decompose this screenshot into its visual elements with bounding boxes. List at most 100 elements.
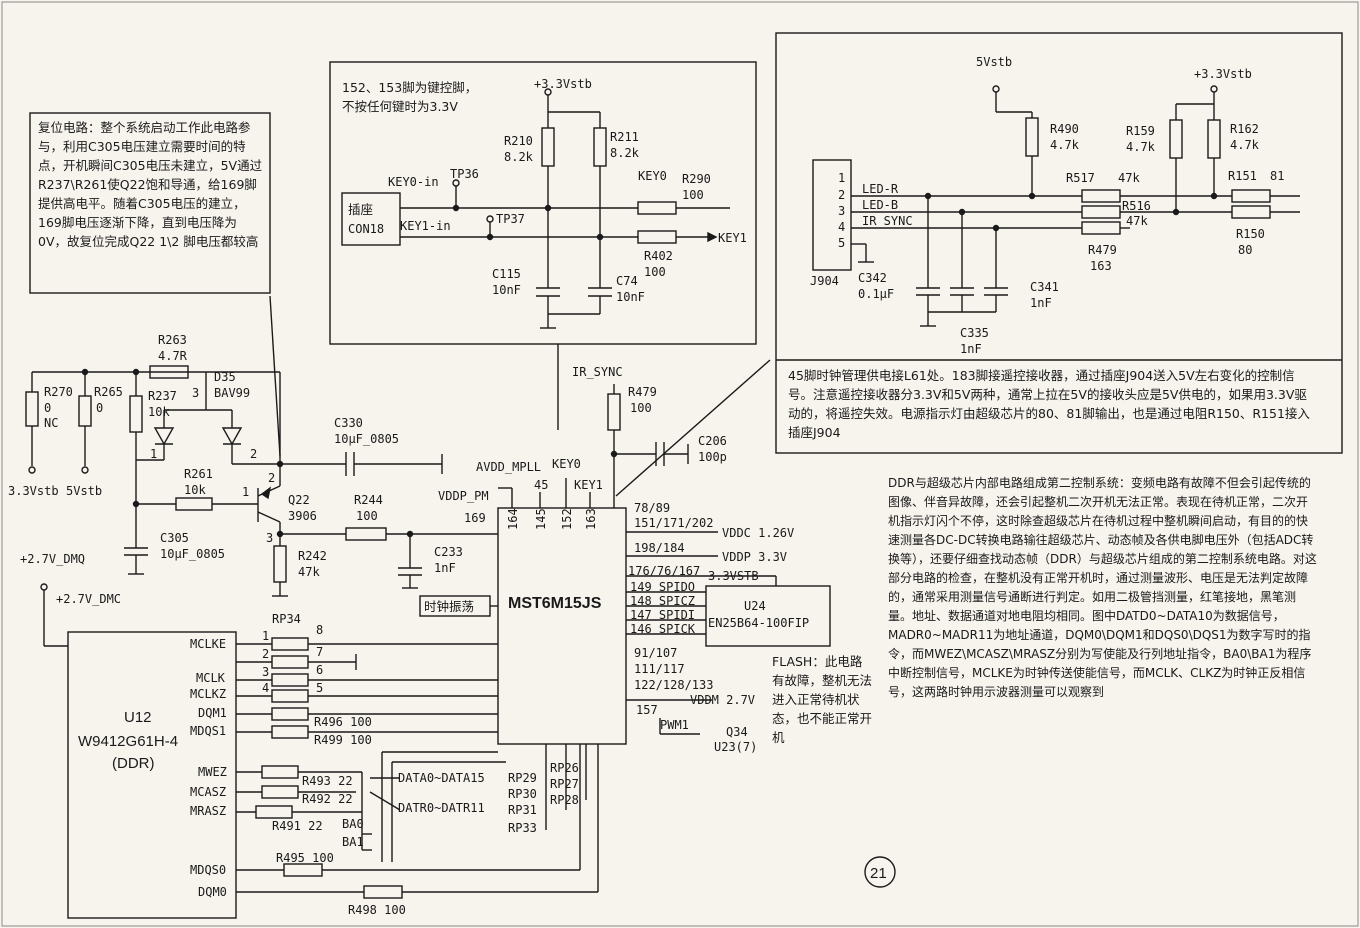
c335-value: 1nF [960,342,982,356]
reset-note: 复位电路：整个系统启动工作此电路参与，利用C305电压建立需要时间的特点，开机瞬… [38,118,264,251]
remote-note: 45脚时钟管理供电接L61处。183脚接遥控接收器，通过插座J904送入5V左右… [788,366,1316,442]
c233-label: C233 [434,545,463,559]
d35-value: BAV99 [214,386,250,400]
u23-label: U23(7) [714,740,757,754]
flash-note: FLASH：此电路有故障，整机无法进入正常待机状态，也不能正常开机 [772,652,872,747]
key0-chip-label: KEY0 [552,457,581,471]
u24-part: EN25B64-100FIP [708,616,809,630]
j904-pin-1: 1 [838,171,845,185]
spick-label: 146 SPICK [630,622,696,636]
reset-note-text: 复位电路：整个系统启动工作此电路参与，利用C305电压建立需要时间的特点，开机瞬… [38,120,263,249]
spidi-label: 147 SPIDI [630,608,695,622]
pin-45-label: 45 [534,478,548,492]
r496-label: R496 100 [314,715,372,729]
led-r-label: LED-R [862,182,899,196]
r244-value: 100 [356,509,378,523]
chip-top-pin-163: 163 [584,508,598,530]
j904-connector [812,159,852,271]
r210-value: 8.2k [504,150,534,164]
r290-label: R290 [682,172,711,186]
r479-remote-label: R479 [1088,243,1117,257]
pins-198-184: 198/184 [634,541,685,555]
rp33-label: RP33 [508,821,537,835]
r211-value: 8.2k [610,146,640,160]
q22-label: Q22 [288,493,310,507]
dqm0-label: DQM0 [198,885,227,899]
socket-id-label: CON18 [348,222,384,236]
ddr-signal-dqm1: DQM1 [198,706,227,720]
vddm-label: VDDM 2.7V [690,693,755,707]
j904-pin-2: 2 [838,188,845,202]
pins-78-89: 78/89 [634,501,670,515]
spido-label: 149 SPIDO [630,580,695,594]
q22-pin-3: 3 [266,531,273,545]
key0-net-label: KEY0 [638,169,667,183]
c74-value: 10nF [616,290,645,304]
c335-label: C335 [960,326,989,340]
q22-value: 3906 [288,509,317,523]
j904-pin-5: 5 [838,236,845,250]
r491-label: R491 22 [272,819,323,833]
ddr-signal-mclkz: MCLKZ [190,687,226,701]
c115-label: C115 [492,267,521,281]
c341-label: C341 [1030,280,1059,294]
mst6m15js-chip [497,507,627,745]
key1-net-label: KEY1 [718,231,747,245]
r261-label: R261 [184,467,213,481]
rp34-pin-2: 2 [262,647,269,661]
key-note: 152、153脚为键控脚， 不按任何键时为3.3V [342,78,642,116]
c74-label: C74 [616,274,638,288]
chip-top-pin-152: 152 [560,508,574,530]
c330-value: 10μF_0805 [334,432,399,446]
r499-label: R499 100 [314,733,372,747]
ddr-signal-mclk: MCLK [196,671,226,685]
pins-176-76-167: 176/76/167 [628,564,700,578]
r498-label: R498 100 [348,903,406,917]
ddr-note-text: DDR与超级芯片内部电路组成第二控制系统：变频电路有故障不但会引起传统的图像、伴… [888,476,1317,699]
key0-in-label: KEY0-in [388,175,439,189]
r150-label: R150 [1236,227,1265,241]
j904-pin-4: 4 [838,220,845,234]
r516-value: 47k [1126,214,1148,228]
r211-label: R211 [610,130,639,144]
rp34-pin-7: 7 [316,645,323,659]
u12-label: U12 [124,709,152,726]
rp34-pin-4: 4 [262,681,269,695]
r490-value: 4.7k [1050,138,1080,152]
rp34-pin-5: 5 [316,681,323,695]
u24-flash-box [705,585,831,647]
pins-151-171-202: 151/171/202 [634,516,713,530]
u24-label: U24 [744,599,766,613]
j904-label: J904 [810,274,839,288]
r159-value: 4.7k [1126,140,1156,154]
r402-label: R402 [644,249,673,263]
supply-33-label: 3.3Vstb [8,484,59,498]
d35-label: D35 [214,370,236,384]
r517-label: R517 [1066,171,1095,185]
rp29-label: RP29 [508,771,537,785]
ddr-signal-mdqs1: MDQS1 [190,724,226,738]
r479-value: 100 [630,401,652,415]
pins-111-117: 111/117 [634,662,685,676]
c305-label: C305 [160,531,189,545]
c233-value: 1nF [434,561,456,575]
d35-pin-2: 2 [250,447,257,461]
v27-dmq-label: +2.7V_DMQ [20,552,85,566]
c206-value: 100p [698,450,727,464]
pwm1-label: PWM1 [660,718,689,732]
vddp-pm-label: VDDP_PM [438,489,489,503]
ddr-note: DDR与超级芯片内部电路组成第二控制系统：变频电路有故障不但会引起传统的图像、伴… [888,474,1318,702]
r479-remote-value: 163 [1090,259,1112,273]
u12-part: W9412G61H-4 [78,733,178,750]
chip-top-pin-145: 145 [534,508,548,530]
r150-value: 80 [1238,243,1252,257]
key1-in-label: KEY1-in [400,219,451,233]
tp37-label: TP37 [496,212,525,226]
key1-chip-label: KEY1 [574,478,603,492]
ddr-signal-mcasz: MCASZ [190,785,226,799]
r263-label: R263 [158,333,187,347]
ddr-signal-mclke: MCLKE [190,637,226,651]
c330-label: C330 [334,416,363,430]
pin-157: 157 [636,703,658,717]
